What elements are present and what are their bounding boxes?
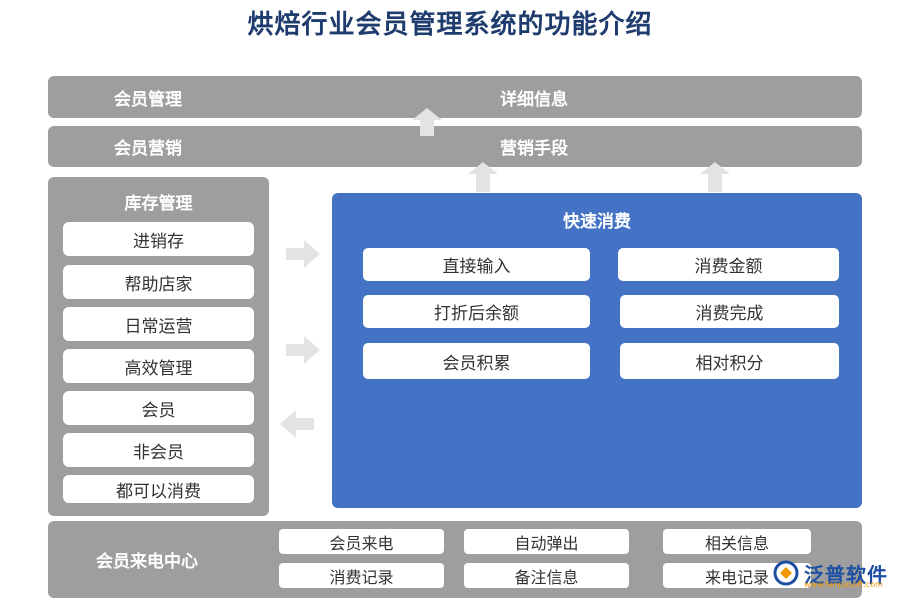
- detail-info-label: 详细信息: [500, 89, 568, 110]
- left-arrow-icon: [280, 410, 314, 438]
- member-marketing-bar: 会员营销 营销手段: [48, 126, 862, 167]
- call-center-item: 自动弹出: [464, 529, 629, 554]
- call-center-item: 备注信息: [464, 563, 629, 588]
- quick-consume-item: 会员积累: [363, 343, 590, 379]
- up-arrow-icon: [412, 108, 442, 136]
- right-arrow-icon: [286, 336, 320, 364]
- inventory-panel: 库存管理 进销存 帮助店家 日常运营 高效管理 会员 非会员 都可以消费: [48, 177, 269, 516]
- quick-consume-item: 打折后余额: [363, 295, 590, 328]
- up-arrow-icon: [468, 162, 498, 192]
- fanpu-logo: 泛普软件 www.fanpusoft.com: [772, 552, 896, 594]
- inventory-item: 高效管理: [63, 349, 254, 383]
- quick-consume-item: 消费金额: [618, 248, 839, 281]
- member-management-bar: 会员管理 详细信息: [48, 76, 862, 118]
- call-center-panel: 会员来电中心 会员来电 自动弹出 相关信息 消费记录 备注信息 来电记录: [48, 521, 862, 598]
- inventory-item: 会员: [63, 391, 254, 425]
- quick-consume-item: 相对积分: [620, 343, 839, 379]
- logo-name: 泛普软件: [804, 562, 888, 587]
- quick-consume-item: 直接输入: [363, 248, 590, 281]
- call-center-item: 会员来电: [279, 529, 444, 554]
- page-title: 烘焙行业会员管理系统的功能介绍: [247, 10, 653, 40]
- inventory-item: 非会员: [63, 433, 254, 467]
- call-center-item: 相关信息: [663, 529, 811, 554]
- right-arrow-icon: [286, 240, 320, 268]
- quick-consume-heading: 快速消费: [563, 212, 631, 232]
- call-center-item: 消费记录: [279, 563, 444, 588]
- inventory-item: 帮助店家: [63, 265, 254, 299]
- logo-url: www.fanpusoft.com: [804, 580, 883, 589]
- quick-consume-item: 消费完成: [620, 295, 839, 328]
- member-marketing-label: 会员营销: [114, 139, 182, 159]
- up-arrow-icon: [700, 162, 730, 192]
- call-center-heading: 会员来电中心: [96, 552, 198, 572]
- marketing-means-label: 营销手段: [500, 139, 568, 159]
- quick-consume-panel: 快速消费 直接输入 消费金额 打折后余额 消费完成 会员积累 相对积分: [332, 193, 862, 508]
- inventory-heading: 库存管理: [124, 194, 193, 214]
- logo-icon: [773, 560, 799, 586]
- inventory-item: 进销存: [63, 222, 254, 256]
- member-management-label: 会员管理: [114, 89, 182, 110]
- inventory-item: 日常运营: [63, 307, 254, 341]
- inventory-item: 都可以消费: [63, 475, 254, 503]
